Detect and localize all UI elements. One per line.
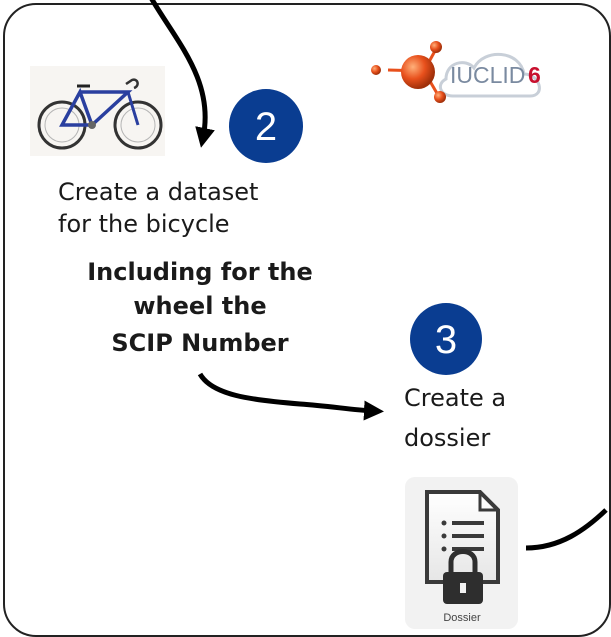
arrow-to-step2 [149,0,215,148]
iuclid-logo: IUCLID 6 [371,41,541,103]
step3-text-line2: dossier [404,424,491,452]
arrow-to-step3 [197,372,384,421]
step2-text-line1: Create a dataset [58,178,259,206]
step2-badge [229,89,303,163]
step2-bold-line1: Including for the [87,258,313,286]
step3-text-line1: Create a [404,384,507,412]
dossier-label: Dossier [443,612,481,624]
arrow-from-dossier [525,508,608,551]
dossier-icon: Dossier [405,477,518,629]
step3-badge [410,303,482,375]
step2-text-line2: for the bicycle [58,210,230,238]
step2-bold-line3: SCIP Number [111,329,289,357]
bicycle-image [30,66,165,156]
step2-number: 2 [255,105,277,149]
logo-version: 6 [528,62,541,88]
logo-text: IUCLID [450,62,525,88]
step2-bold-line2: wheel the [133,292,267,320]
step3-number: 3 [435,318,457,362]
